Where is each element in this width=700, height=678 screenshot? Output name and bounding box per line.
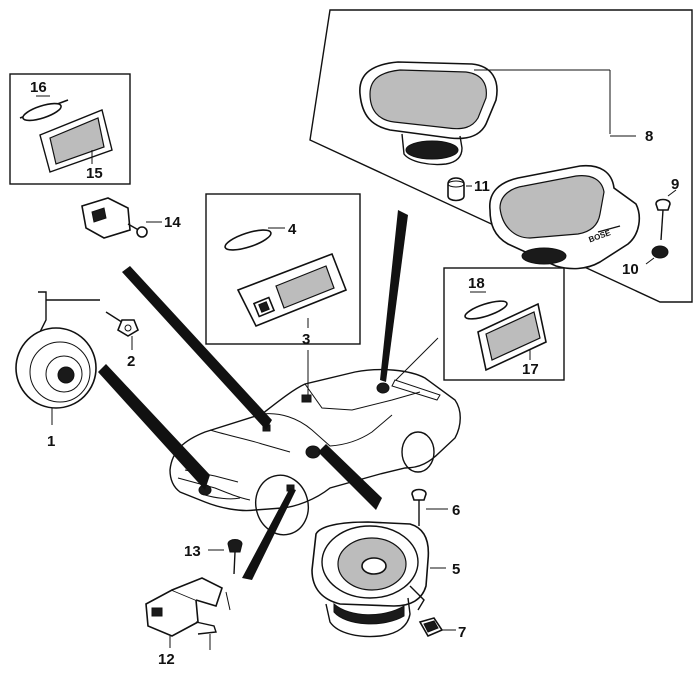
callout-7: 7 — [458, 624, 466, 641]
callout-10: 10 — [622, 261, 639, 278]
horn: 1 — [15, 291, 100, 450]
door-switch: 14 — [81, 197, 181, 239]
bolt-2: 2 — [105, 311, 139, 370]
pointer-wedge-horn — [98, 364, 210, 490]
clip-7: 7 — [418, 617, 466, 641]
callout-13: 13 — [184, 543, 201, 560]
callout-12: 12 — [158, 651, 175, 668]
rear-speaker-group: BOSE 8 11 9 10 — [309, 9, 693, 303]
callout-1: 1 — [47, 433, 55, 450]
callout-15: 15 — [86, 165, 103, 182]
callout-3: 3 — [302, 331, 310, 348]
group-box-3-4 — [205, 193, 361, 345]
pointer-lines — [98, 210, 439, 580]
pointer-wedge-sensor — [242, 488, 296, 580]
callout-4: 4 — [288, 221, 297, 238]
callout-2: 2 — [127, 353, 135, 370]
callout-16: 16 — [30, 79, 47, 96]
callout-14: 14 — [164, 214, 181, 231]
group-box-15-16 — [9, 73, 131, 185]
group-box-8-11 — [309, 9, 693, 303]
callout-9: 9 — [671, 176, 679, 193]
luggage-lamp-group: 18 17 — [443, 267, 565, 381]
pointer-wedge-switch — [122, 266, 272, 430]
screw-6: 6 — [411, 488, 460, 526]
car-body — [169, 368, 461, 536]
callout-11: 11 — [474, 178, 490, 195]
courtesy-lamp-group: 16 15 — [9, 73, 131, 185]
group-box-17-18 — [443, 267, 565, 381]
pointer-wedge-tweeter — [380, 210, 408, 382]
map-lamp-group: 4 3 — [205, 193, 361, 348]
pointer-wedge-speaker — [318, 444, 382, 510]
callout-18: 18 — [468, 275, 485, 292]
front-speaker: 5 — [311, 521, 460, 638]
screw-13: 13 — [184, 539, 243, 575]
callout-17: 17 — [522, 361, 539, 378]
sensor-12: 12 — [145, 577, 231, 668]
callout-5: 5 — [452, 561, 460, 578]
callout-6: 6 — [452, 502, 460, 519]
callout-8: 8 — [645, 128, 653, 145]
